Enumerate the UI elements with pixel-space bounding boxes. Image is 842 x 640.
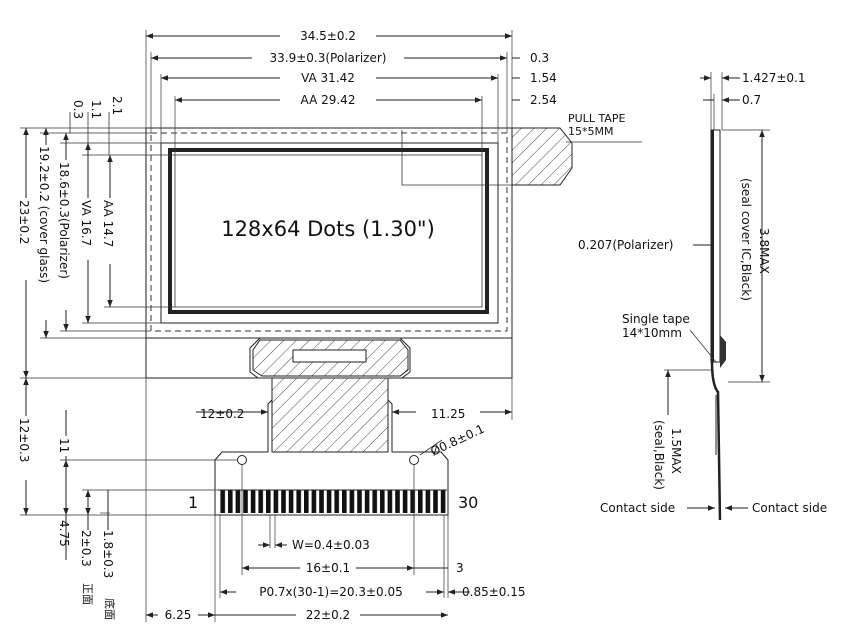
side-fpc: [710, 361, 722, 521]
fpc-dimensions: 12±0.2 11.25 Ø0.8±0.1 1 30 W=0.4±0.03 16…: [145, 378, 526, 622]
contact-side-left: Contact side: [600, 501, 675, 515]
pull-tape: [511, 127, 573, 186]
dim-polarizer-height: 18.6±0.3(Polarizer): [57, 162, 71, 279]
pin-first: 1: [188, 493, 198, 512]
top-dimensions: 34.5±0.2 33.9±0.3(Polarizer) 0.3 VA 31.4…: [145, 28, 625, 155]
dim-max-seal: 3.8MAX: [757, 228, 771, 274]
dim-22: 22±0.2: [306, 608, 350, 622]
dim-pitch: P0.7x(30-1)=20.3±0.05: [259, 585, 403, 599]
pull-tape-size: 15*5MM: [568, 125, 613, 138]
seal-note: (seal cover IC,Black): [739, 178, 753, 301]
dim-fpc-width: 12±0.2: [200, 407, 244, 421]
dim-0-85: 0.85±0.15: [462, 585, 526, 599]
side-cn-back: 底面: [103, 598, 117, 620]
seal-black: (seal,Black): [652, 420, 666, 490]
dim-3: 3: [456, 561, 464, 575]
dim-total-width: 34.5±0.2: [300, 29, 356, 43]
pull-tape-label: PULL TAPE: [568, 112, 625, 125]
dim-left-1-1: 1.1: [89, 100, 103, 119]
dim-aa-width: AA 29.42: [301, 93, 356, 107]
dim-4-75: 4.75: [57, 520, 71, 547]
contact-pins: [218, 490, 447, 513]
dim-tail-height: 12±0.3: [17, 418, 31, 462]
dim-11: 11: [57, 438, 71, 453]
dim-total-height: 23±0.2: [17, 200, 31, 244]
dim-16: 16±0.1: [306, 561, 350, 575]
dim-11-25: 11.25: [431, 407, 465, 421]
active-area-outline: [168, 148, 489, 314]
side-cn-front: 正面: [81, 583, 94, 605]
dim-0-3-right: 0.3: [530, 51, 549, 65]
dim-polarizer-width: 33.9±0.3(Polarizer): [270, 51, 387, 65]
alignment-hole-right: [409, 455, 419, 465]
dim-2-54: 2.54: [530, 93, 557, 107]
side-view: 1.427±0.1 0.7 0.207(Polarizer) 3.8MAX (s…: [578, 71, 827, 521]
side-seal: [720, 335, 726, 368]
polarizer-outline: [150, 132, 508, 332]
contact-side-right: Contact side: [752, 501, 827, 515]
front-view: [145, 127, 642, 516]
dim-cover-glass: 19.2±0.2 (cover glass): [37, 146, 51, 283]
dim-left-0-3: 0.3: [71, 100, 85, 119]
alignment-hole-left: [237, 455, 247, 465]
dim-6-25: 6.25: [165, 608, 192, 622]
dim-polarizer-side: 0.207(Polarizer): [578, 238, 673, 252]
dim-1-8-0-3: 1.8±0.3: [101, 530, 115, 578]
left-dimensions: 0.3 1.1 2.1 23±0.2 19.2±0.2 (cover glass…: [17, 96, 238, 620]
dim-left-2-1: 2.1: [110, 96, 124, 115]
display-label: 128x64 Dots (1.30"): [221, 217, 435, 241]
dim-w: W=0.4±0.03: [292, 538, 370, 552]
single-tape: Single tape: [622, 312, 690, 326]
dim-hole: Ø0.8±0.1: [428, 422, 486, 459]
dim-thickness: 1.427±0.1: [742, 71, 806, 85]
dim-va-height: VA 16.7: [79, 200, 93, 246]
single-tape-size: 14*10mm: [622, 326, 682, 340]
pin-last: 30: [458, 493, 478, 512]
dim-aa-height: AA 14.7: [101, 200, 115, 247]
dim-2-0-3: 2±0.3: [79, 530, 93, 567]
driver-ic: [292, 349, 367, 363]
viewing-area-outline: [160, 142, 499, 324]
dim-1-5max: 1.5MAX: [669, 428, 683, 474]
stiffener: [271, 377, 389, 453]
dim-va-width: VA 31.42: [301, 71, 355, 85]
dim-1-54: 1.54: [530, 71, 557, 85]
dim-0-7: 0.7: [742, 93, 761, 107]
